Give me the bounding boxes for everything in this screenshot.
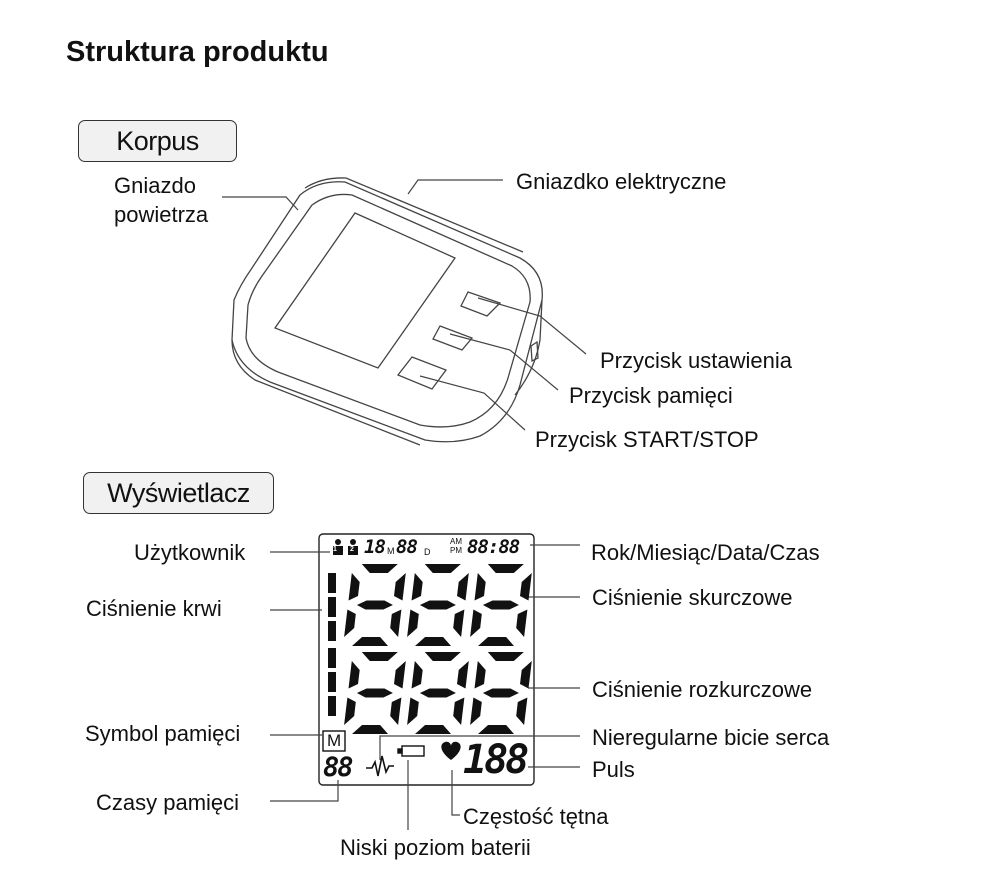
diastolic-digit-2-seg-a <box>424 652 461 661</box>
systolic-digit-1-seg-g <box>356 600 393 610</box>
diastolic-digit-1-seg-e <box>344 697 356 725</box>
lcd-am: AM <box>450 537 462 546</box>
diastolic-digit-1-seg-f <box>348 661 360 689</box>
pulse-digits: 188 <box>463 737 529 783</box>
diastolic-digit-3-seg-e <box>470 697 482 725</box>
diastolic-digit-3-seg-b <box>520 661 532 689</box>
diastolic-digit-1-seg-a <box>361 652 398 661</box>
systolic-digit-2-seg-e <box>407 609 419 637</box>
heartbeat-wave-icon <box>366 755 394 777</box>
systolic-digit-3-seg-d <box>478 637 514 646</box>
diastolic-digit-3-seg-g <box>482 688 519 698</box>
label-memory-count: Czasy pamięci <box>96 790 240 815</box>
systolic-digit-3-seg-e <box>470 609 482 637</box>
systolic-digit-3-seg-f <box>474 573 486 601</box>
lcd-month-unit: M <box>387 546 395 556</box>
systolic-digit-3-seg-b <box>520 573 532 601</box>
heart-icon <box>441 741 461 760</box>
label-date-time: Rok/Miesiąc/Data/Czas <box>591 540 820 565</box>
diastolic-digit-2-seg-c <box>453 697 465 725</box>
label-irregular-heartbeat: Nieregularne bicie serca <box>592 725 830 750</box>
battery-icon <box>397 745 425 757</box>
diastolic-digit-1-seg-g <box>356 688 393 698</box>
label-diastolic: Ciśnienie rozkurczowe <box>592 677 813 702</box>
diastolic-digit-2-seg-f <box>411 661 423 689</box>
systolic-digit-3-seg-c <box>516 609 528 637</box>
memory-symbol-box <box>322 730 346 752</box>
label-heart-rate: Częstość tętna <box>463 804 609 829</box>
label-settings-button: Przycisk ustawienia <box>600 348 792 373</box>
label-memory-symbol: Symbol pamięci <box>85 721 241 746</box>
leader-settings-button <box>477 297 587 355</box>
systolic-digit-2-seg-a <box>424 564 461 573</box>
lcd-time: 88:88 <box>467 536 520 558</box>
systolic-digit-1-seg-a <box>361 564 398 573</box>
diastolic-digit-2-seg-g <box>419 688 456 698</box>
systolic-digit-3-seg-a <box>487 564 524 573</box>
device-body <box>231 177 543 446</box>
systolic-digit-2-seg-b <box>457 573 469 601</box>
systolic-digit-2-seg-c <box>453 609 465 637</box>
diastolic-digit-1-seg-b <box>394 661 406 689</box>
systolic-digit-3-seg-g <box>482 600 519 610</box>
person-icon <box>333 539 358 555</box>
label-start-stop-button: Przycisk START/STOP <box>535 427 759 452</box>
section-display-label: Wyświetlacz <box>83 472 274 514</box>
systolic-digit-2-seg-d <box>415 637 451 646</box>
diastolic-digit-3-seg-d <box>478 725 514 734</box>
label-air-socket-2: powietrza <box>114 202 209 227</box>
label-memory-button: Przycisk pamięci <box>569 383 733 408</box>
leader-memory-button <box>449 333 559 391</box>
leader-heart-rate <box>451 770 460 816</box>
diastolic-digit-1-seg-d <box>352 725 388 734</box>
lcd-pm: PM <box>450 546 462 555</box>
systolic-digit-1-seg-f <box>348 573 360 601</box>
user2-number: 2 <box>350 546 354 553</box>
diastolic-digit-1-seg-c <box>390 697 402 725</box>
label-air-socket-1: Gniazdo <box>114 173 196 198</box>
systolic-digit-1-seg-d <box>352 637 388 646</box>
systolic-digit-2-seg-g <box>419 600 456 610</box>
systolic-digit-1-seg-e <box>344 609 356 637</box>
leader-air-socket <box>222 196 299 211</box>
leader-memory-count <box>270 780 339 802</box>
diastolic-digit-2-seg-d <box>415 725 451 734</box>
label-systolic: Ciśnienie skurczowe <box>592 585 793 610</box>
lcd-day-unit: D <box>424 547 431 557</box>
memory-letter: M <box>327 731 342 750</box>
lcd-month: 18 <box>364 536 386 558</box>
diastolic-digit-2-seg-e <box>407 697 419 725</box>
systolic-digit-2-seg-f <box>411 573 423 601</box>
lcd-frame <box>318 533 535 786</box>
systolic-digit-1-seg-b <box>394 573 406 601</box>
lcd-day: 88 <box>396 536 418 558</box>
label-user: Użytkownik <box>134 540 246 565</box>
blood-pressure-bar-scale <box>328 573 336 716</box>
systolic-digit-1-seg-c <box>390 609 402 637</box>
diastolic-digit-2-seg-b <box>457 661 469 689</box>
section-body-text: Korpus <box>116 125 199 156</box>
diastolic-digit-3-seg-f <box>474 661 486 689</box>
memory-count-digits: 88 <box>323 752 353 783</box>
user1-number: 1 <box>333 546 337 553</box>
leader-irregular-heartbeat <box>379 735 580 760</box>
label-pulse: Puls <box>592 757 635 782</box>
diastolic-digit-3-seg-a <box>487 652 524 661</box>
label-power-socket: Gniazdko elektryczne <box>516 169 727 194</box>
diastolic-digit-3-seg-c <box>516 697 528 725</box>
page-title: Struktura produktu <box>66 36 329 68</box>
leader-start-stop-button <box>419 375 526 431</box>
label-blood-pressure: Ciśnienie krwi <box>86 596 222 621</box>
lcd-segment-digits <box>344 564 532 734</box>
section-body-label: Korpus <box>78 120 237 162</box>
section-display-text: Wyświetlacz <box>107 477 250 508</box>
label-low-battery: Niski poziom baterii <box>340 835 531 860</box>
leader-power-socket <box>407 179 503 195</box>
